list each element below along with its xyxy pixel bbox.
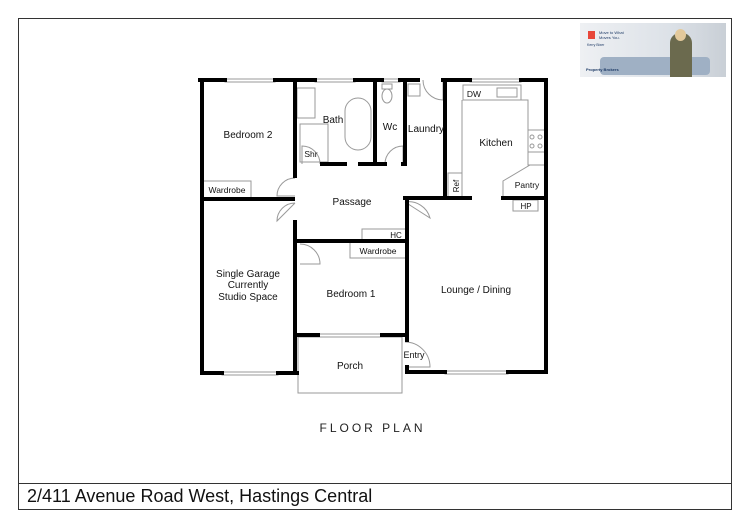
label-hall-cupboard: HC — [390, 231, 402, 240]
room-label-garage-line3: Studio Space — [218, 292, 278, 303]
brand-mark-icon — [588, 31, 595, 39]
room-label-shower: Shr — [304, 149, 317, 159]
room-label-porch: Porch — [337, 361, 363, 372]
room-label-wc: Wc — [383, 122, 397, 133]
room-label-bedroom1: Bedroom 1 — [327, 289, 376, 300]
room-label-garage-line1: Single Garage — [216, 269, 280, 280]
label-hot-water: HP — [520, 202, 531, 211]
label-pantry: Pantry — [515, 180, 540, 190]
label-wardrobe-bedroom1: Wardrobe — [359, 246, 396, 256]
label-fridge: Ref — [452, 179, 461, 192]
agency-logo: Move to What Moves You. Kerry Bixer Prop… — [580, 23, 726, 77]
footer-divider — [18, 483, 732, 484]
room-label-lounge-dining: Lounge / Dining — [441, 285, 511, 296]
walls — [198, 78, 548, 375]
room-label-kitchen: Kitchen — [479, 138, 512, 149]
property-address: 2/411 Avenue Road West, Hastings Central — [27, 486, 373, 506]
room-label-laundry: Laundry — [408, 124, 444, 135]
room-label-garage-line2: Currently — [228, 280, 269, 291]
logo-brand: Property Brokers — [586, 67, 619, 72]
room-label-bedroom2: Bedroom 2 — [224, 130, 273, 141]
room-label-bath: Bath — [323, 115, 344, 126]
plan-title: FLOOR PLAN — [319, 421, 426, 435]
room-label-entry: Entry — [403, 350, 425, 360]
logo-agent: Kerry Bixer — [587, 43, 605, 47]
logo-tagline: Move to What Moves You. — [599, 30, 624, 40]
label-dishwasher: DW — [467, 89, 481, 99]
page-frame — [18, 18, 732, 510]
room-label-passage: Passage — [333, 197, 372, 208]
label-wardrobe-bedroom2: Wardrobe — [208, 185, 245, 195]
